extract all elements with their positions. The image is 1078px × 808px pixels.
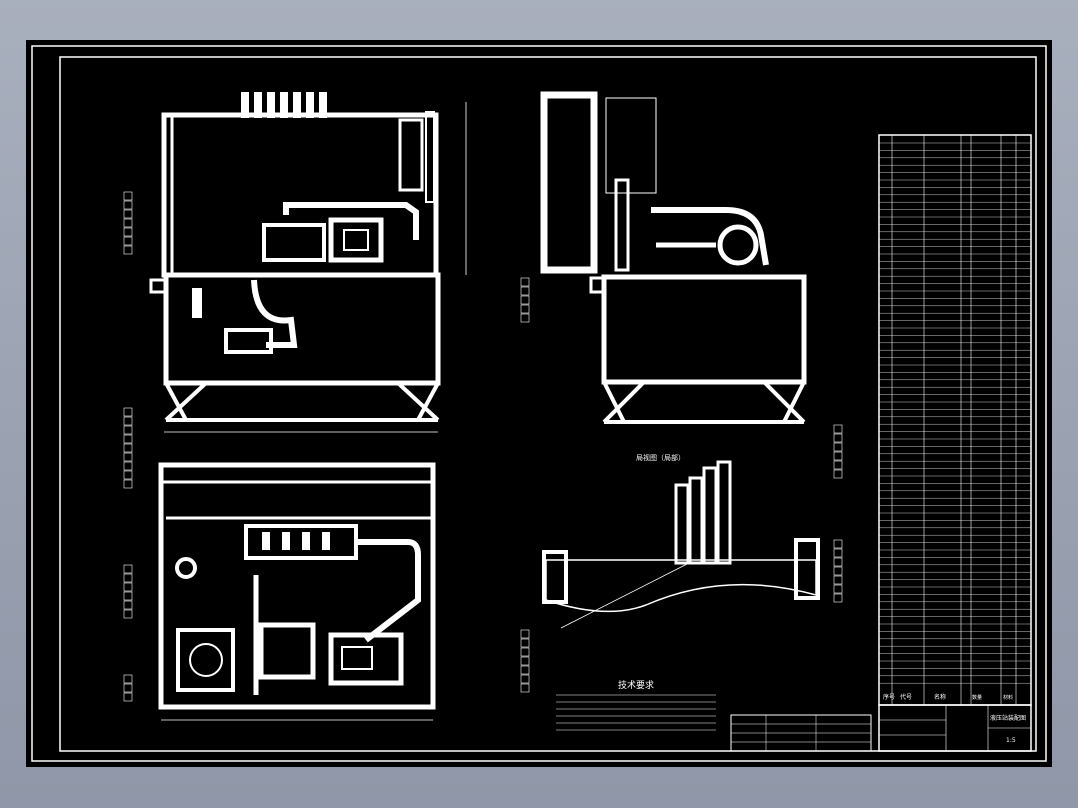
top-view: [158, 462, 436, 721]
bom-col-qty: 数量: [972, 694, 982, 701]
bom-col-name: 名称: [934, 693, 946, 701]
bill-of-materials: 序号 代号 名称 数量 材料: [878, 134, 1032, 706]
parts-table-small: [730, 714, 872, 752]
front-view: [149, 92, 467, 433]
tech-requirements-title: 技术要求: [618, 679, 654, 691]
drawing-scale: 1:5: [1006, 737, 1016, 744]
section-view-label: 局视图（局部）: [636, 453, 685, 462]
side-view: [540, 91, 807, 424]
drawing-name: 液压站装配图: [990, 714, 1026, 722]
outer-frame: [31, 45, 1047, 762]
bom-col-material: 材料: [1003, 694, 1013, 701]
cad-drawing: 局视图（局部） 技术要求: [31, 45, 1047, 762]
title-block: 液压站装配图 1:5: [878, 704, 1032, 752]
section-view: 局视图（局部）: [542, 453, 820, 629]
tech-requirements: 技术要求: [556, 679, 716, 731]
inner-frame: [59, 56, 1037, 752]
bom-col-seq: 序号: [883, 693, 895, 701]
bom-col-code: 代号: [900, 693, 912, 701]
drawing-sheet: 局视图（局部） 技术要求: [26, 40, 1052, 767]
part-balloons: [123, 191, 843, 702]
